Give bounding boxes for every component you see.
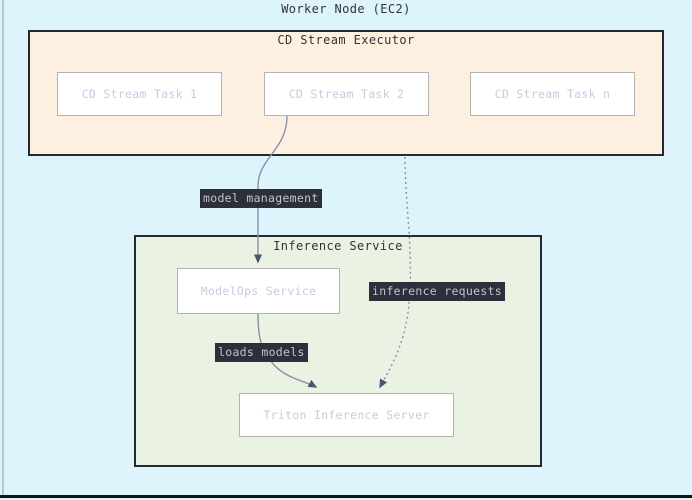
- page-bottom-rule: [0, 495, 692, 498]
- node-label: CD Stream Task 1: [81, 87, 198, 101]
- edge-path-inference-requests: [379, 156, 412, 389]
- node-label: CD Stream Task n: [494, 87, 611, 101]
- node-cd-stream-task-2[interactable]: CD Stream Task 2: [264, 72, 429, 116]
- node-label: CD Stream Task 2: [288, 87, 405, 101]
- edge-label-model-management: model management: [200, 189, 322, 208]
- cluster-label-cd-stream-executor: CD Stream Executor: [277, 33, 415, 47]
- node-cd-stream-task-1[interactable]: CD Stream Task 1: [57, 72, 222, 116]
- node-label: ModelOps Service: [200, 284, 317, 298]
- node-triton-inference-server[interactable]: Triton Inference Server: [239, 393, 454, 437]
- edge-path-model-management: [254, 115, 288, 264]
- node-label: Triton Inference Server: [263, 408, 430, 422]
- edge-path-loads-models: [257, 313, 318, 388]
- diagram-title: Worker Node (EC2): [281, 2, 411, 16]
- node-modelops-service[interactable]: ModelOps Service: [177, 268, 340, 314]
- cluster-label-inference-service: Inference Service: [273, 239, 403, 253]
- edge-label-inference-requests: inference requests: [369, 282, 506, 301]
- edge-label-loads-models: loads models: [215, 343, 308, 362]
- page-left-rule: [2, 0, 4, 497]
- node-cd-stream-task-n[interactable]: CD Stream Task n: [470, 72, 635, 116]
